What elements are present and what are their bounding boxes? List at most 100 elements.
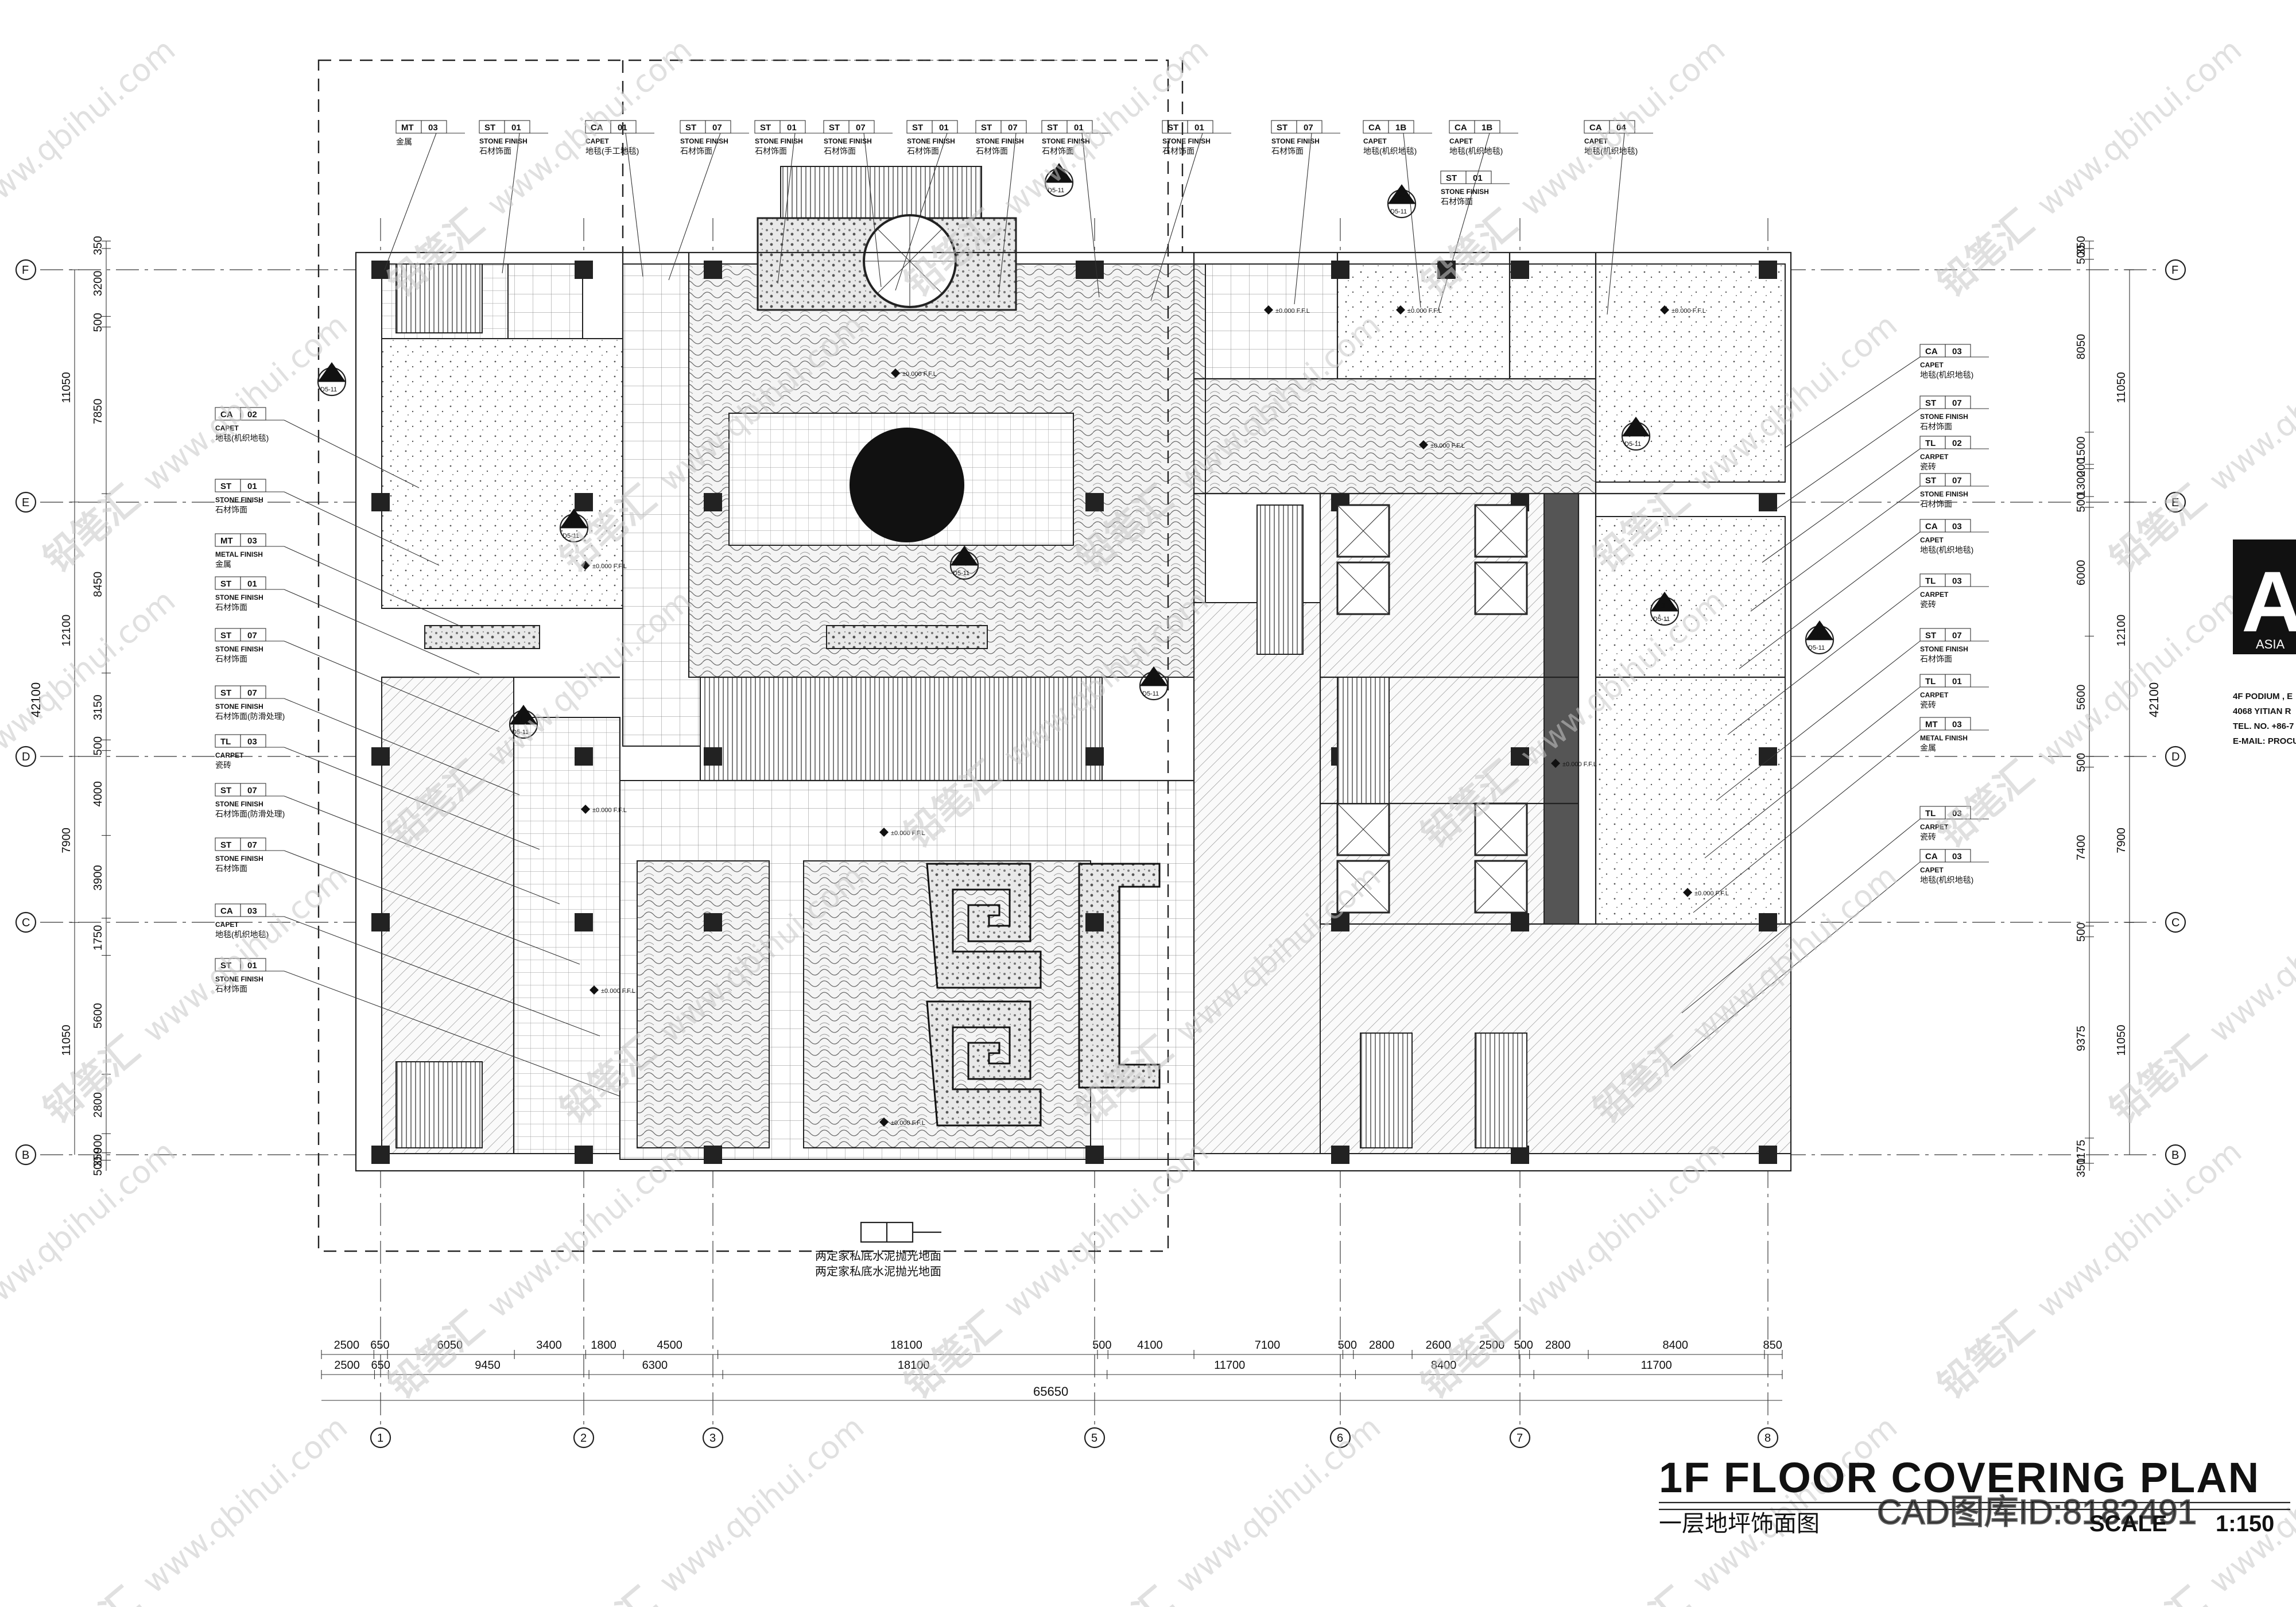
carpet-room-right-lower bbox=[1595, 677, 1786, 925]
level-mark-text: ±0.000 F.F.L bbox=[592, 563, 627, 570]
stair bbox=[1360, 1032, 1413, 1148]
tag-en: STONE FINISH bbox=[907, 137, 955, 145]
level-mark-icon bbox=[1264, 305, 1273, 315]
tag-cn: 石材饰面 bbox=[215, 505, 247, 514]
section-marks: AD5-11CD5-11DD5-11ED5-11FD5-11GD5-11HD5-… bbox=[317, 163, 1835, 1127]
structural-column bbox=[371, 1146, 390, 1164]
tag-en: CARPET bbox=[1920, 823, 1949, 831]
tag-cn: 地毯(机织地毯) bbox=[215, 433, 269, 442]
leader-line bbox=[1785, 356, 1921, 448]
leader-line bbox=[1403, 133, 1421, 308]
structural-column bbox=[1511, 747, 1529, 766]
lift-cross bbox=[1337, 504, 1390, 557]
grid-bubble-label: C bbox=[2171, 917, 2179, 929]
section-mark: CD5-11 bbox=[1387, 184, 1417, 219]
corridor-top-right bbox=[1205, 378, 1596, 494]
level-mark-text: ±0.000 F.F.L bbox=[902, 371, 937, 378]
section-mark-arrow bbox=[1651, 592, 1678, 611]
reception-band bbox=[700, 677, 1103, 781]
structural-column bbox=[1511, 913, 1529, 931]
tag-num: 03 bbox=[1952, 522, 1962, 531]
tag-num: 07 bbox=[1952, 476, 1962, 486]
dim-text: 650 bbox=[370, 1339, 389, 1352]
tag-cn: 瓷砖 bbox=[1920, 832, 1936, 841]
structural-column bbox=[1331, 261, 1349, 279]
tag-en: STONE FINISH bbox=[1441, 188, 1489, 196]
tag-code: ST bbox=[1925, 476, 1936, 486]
tag-code: CA bbox=[1368, 123, 1381, 133]
grid-bubble-row bbox=[15, 259, 37, 281]
dim-text: 350 bbox=[92, 1148, 104, 1167]
dim-text: 850 bbox=[1763, 1339, 1782, 1352]
grid-bubble-row bbox=[2165, 491, 2186, 513]
watermark-brand: 铅笔汇 bbox=[1930, 753, 2042, 856]
tag-en: CAPET bbox=[1920, 536, 1944, 544]
leader-line bbox=[1739, 531, 1921, 669]
tag-cn: 石材饰面 bbox=[215, 603, 247, 612]
watermark-url: www.qbihui.com bbox=[2202, 858, 2296, 1050]
leader-line bbox=[668, 133, 721, 281]
level-mark-text: ±0.000 F.F.L bbox=[601, 988, 635, 995]
section-mark-letter: G bbox=[961, 555, 967, 564]
level-mark-icon bbox=[1660, 305, 1669, 315]
leader-line bbox=[1727, 586, 1921, 735]
dim-text: 200 bbox=[2075, 457, 2088, 476]
leader-line bbox=[284, 420, 420, 488]
grid-bubble-row bbox=[15, 746, 37, 767]
section-mark-letter: D bbox=[1632, 426, 1638, 435]
tag-cn: 石材饰面 bbox=[1920, 499, 1952, 509]
watermark-brand: 铅笔汇 bbox=[1586, 1579, 1698, 1607]
bench-left bbox=[424, 625, 540, 649]
tag-num: 07 bbox=[856, 123, 866, 133]
tag-code: MT bbox=[401, 123, 414, 133]
tag-code: ST bbox=[1168, 123, 1178, 133]
structural-column bbox=[371, 913, 390, 931]
watermark-url: www.qbihui.com bbox=[2202, 307, 2296, 499]
grid-bubble-col bbox=[1084, 1427, 1106, 1449]
lift-cross bbox=[1475, 504, 1527, 557]
company-line-4: E-MAIL: PROCU bbox=[2233, 736, 2296, 746]
structural-column bbox=[371, 493, 390, 511]
section-mark: GD5-11 bbox=[949, 546, 979, 580]
dim-text: 3200 bbox=[92, 271, 104, 297]
dim-text: 900 bbox=[92, 1135, 104, 1154]
tag-num: 03 bbox=[428, 123, 438, 133]
level-mark-icon bbox=[1396, 305, 1405, 315]
tag-num: 07 bbox=[247, 840, 257, 850]
structural-column bbox=[1085, 747, 1104, 766]
watermark-brand: 铅笔汇 bbox=[553, 1579, 665, 1607]
watermark-url: www.qbihui.com bbox=[135, 1409, 354, 1601]
dim-text: 5600 bbox=[2075, 685, 2088, 711]
watermark-brand: 铅笔汇 bbox=[1930, 202, 2042, 305]
tag-en: CARPET bbox=[1920, 591, 1949, 599]
tag-num: 03 bbox=[247, 536, 257, 546]
dim-text: 1500 bbox=[2075, 437, 2088, 463]
structural-column bbox=[704, 747, 722, 766]
structural-column bbox=[704, 261, 722, 279]
tag-num: 07 bbox=[1952, 398, 1962, 408]
tag-num: 07 bbox=[247, 631, 257, 641]
watermark-brand: 铅笔汇 bbox=[36, 478, 148, 581]
grid-bubble-label: D bbox=[22, 751, 30, 763]
tag-num: 02 bbox=[1952, 438, 1962, 448]
level-mark-icon bbox=[589, 985, 599, 995]
leader-line bbox=[895, 133, 948, 291]
lift-cross bbox=[1337, 860, 1390, 913]
hall-lower-wave-left bbox=[637, 860, 770, 1148]
grid-bubble-col bbox=[370, 1427, 391, 1449]
dim-text: 11700 bbox=[1214, 1359, 1245, 1372]
tag-cn: 石材饰面 bbox=[215, 864, 247, 873]
section-mark-letter: L bbox=[520, 714, 525, 723]
level-mark-icon bbox=[1419, 440, 1428, 449]
section-mark-letter: H bbox=[1150, 676, 1156, 685]
